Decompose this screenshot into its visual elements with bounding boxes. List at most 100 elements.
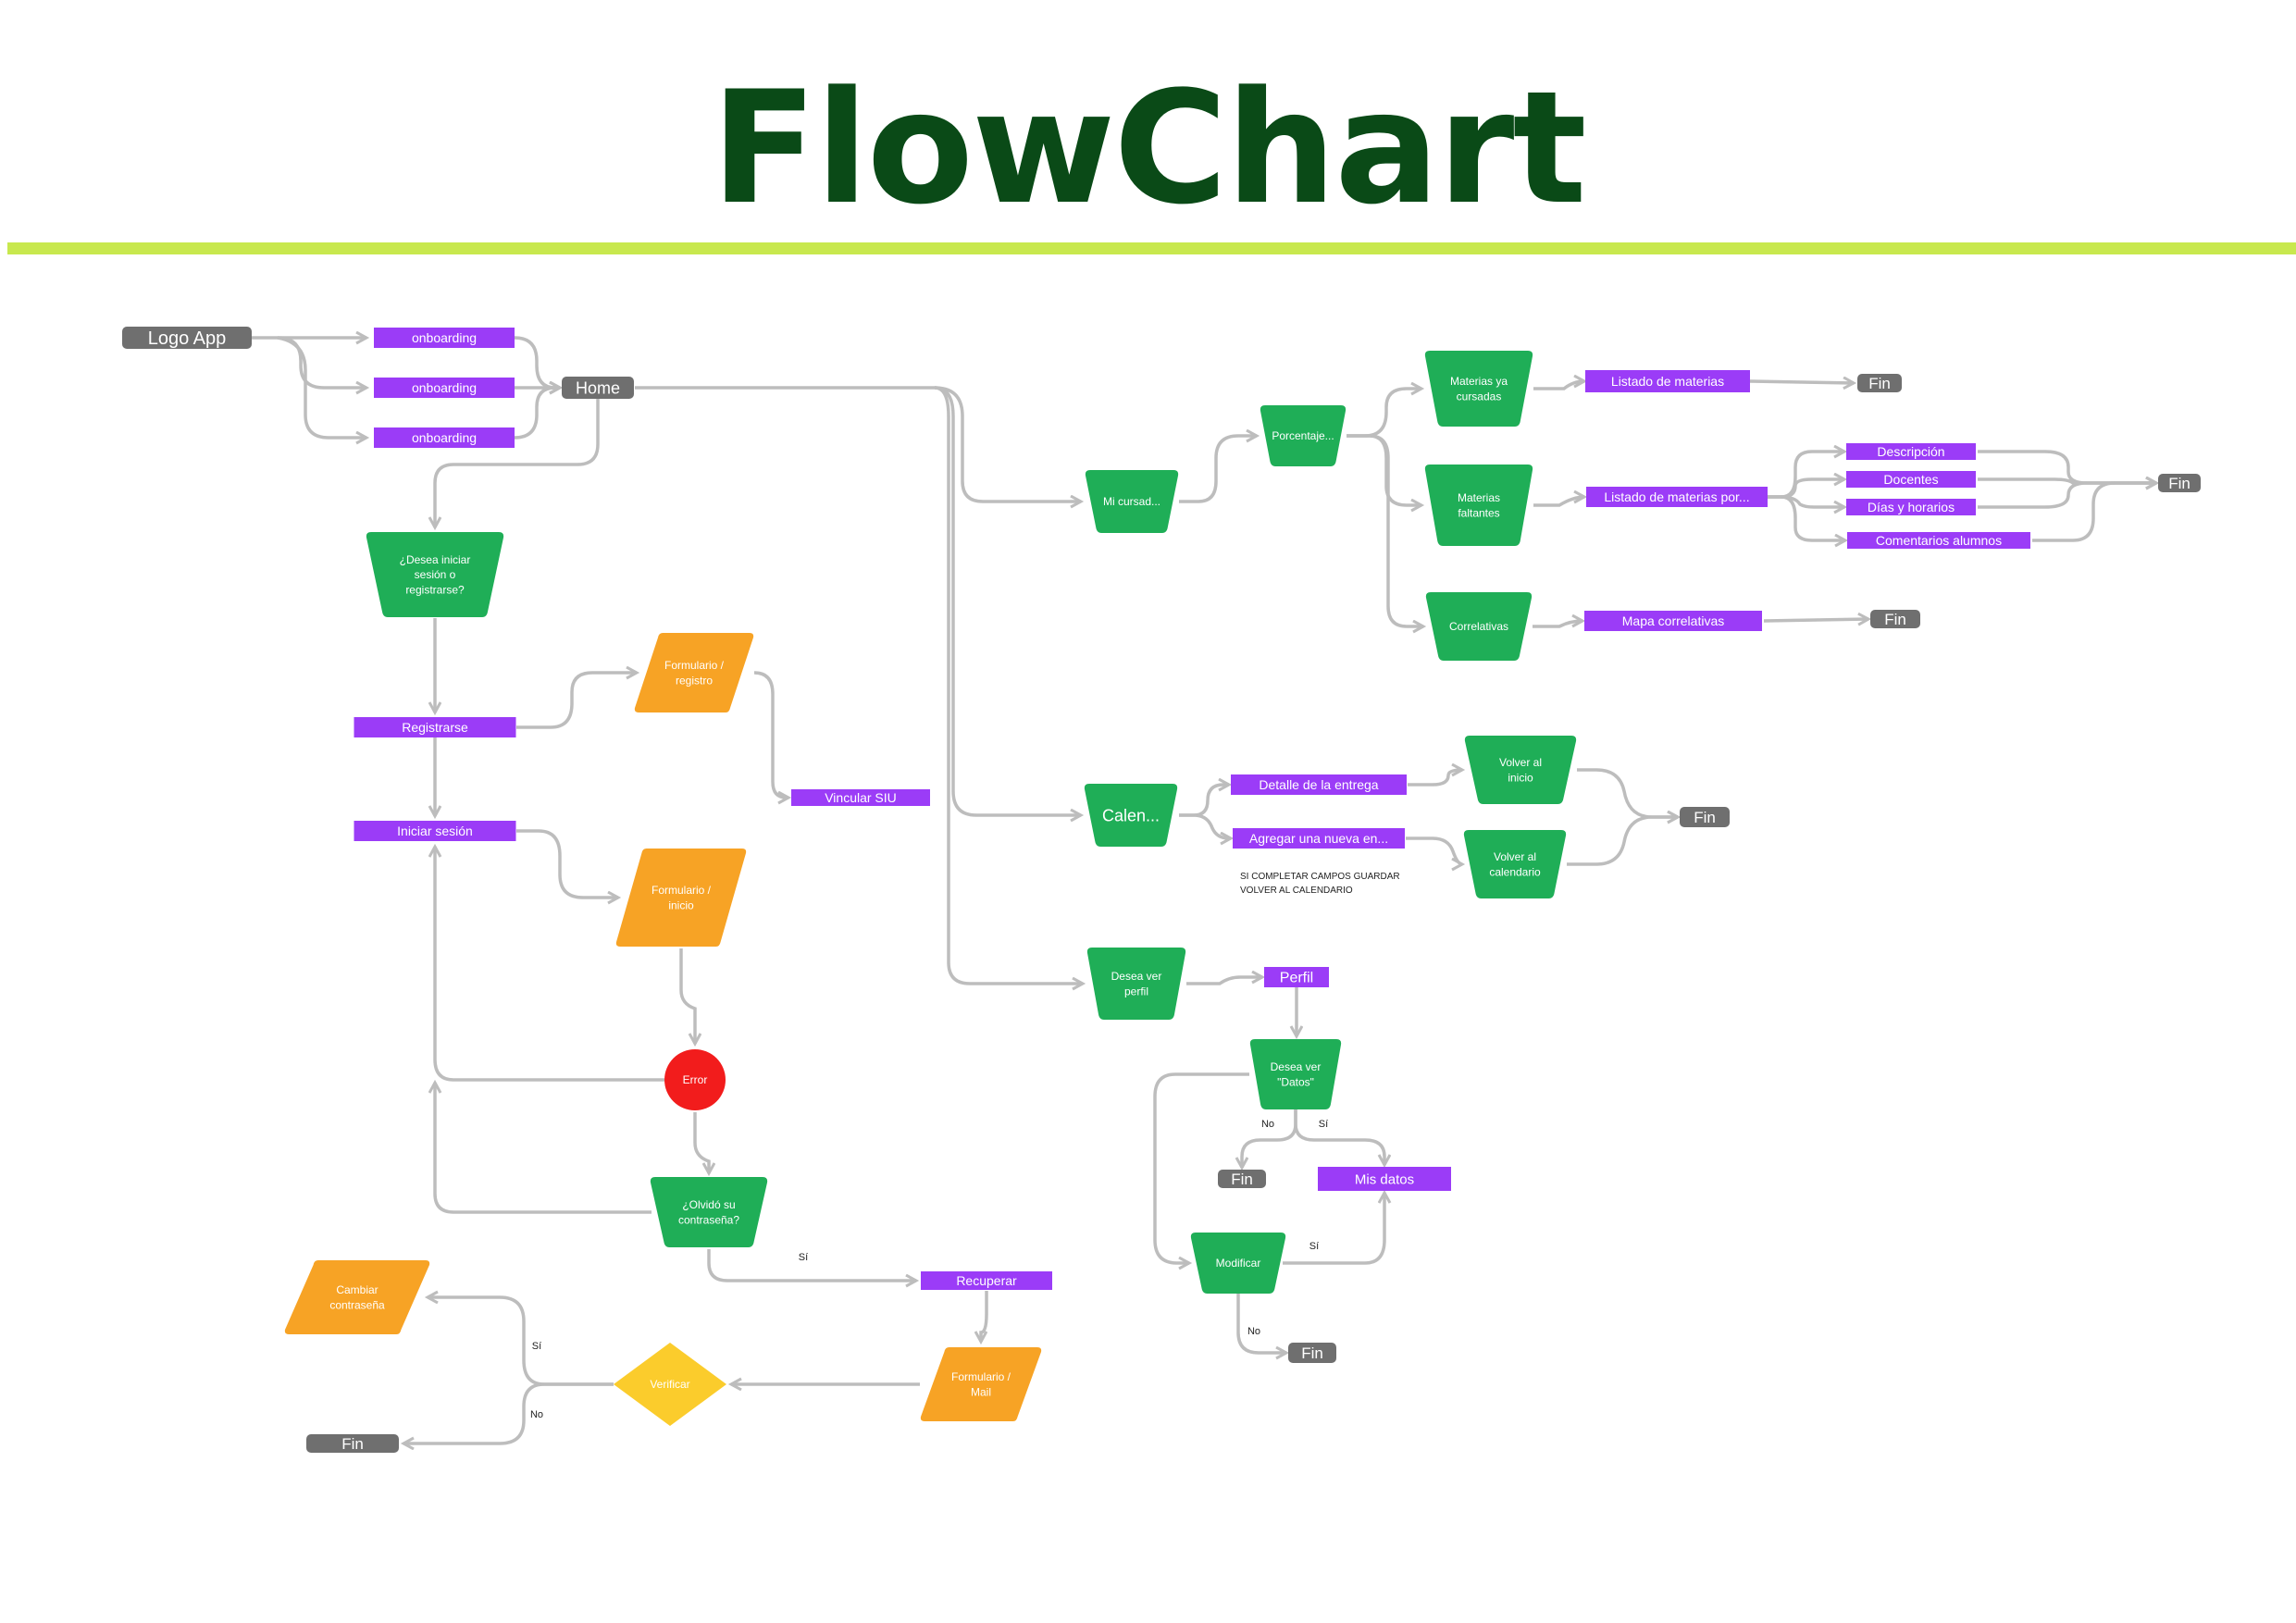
node-registrarse-shape: [354, 717, 516, 737]
node-vincular-shape: [791, 789, 930, 806]
edge-home-to-desea: [435, 399, 600, 527]
agregar-note-line2: VOLVER AL CALENDARIO: [1240, 886, 1353, 896]
node-calen-label: Calen...: [1102, 806, 1160, 824]
edge-home-to-deseaperfil: [934, 386, 1083, 984]
node-formmail-shape: [920, 1347, 1042, 1421]
node-modificar: Modificar: [1190, 1233, 1286, 1294]
node-volverinicio-shape: [1464, 736, 1577, 804]
edge-listadopor-to-descripcion: [1768, 452, 1844, 499]
node-modificar-label: Modificar: [1216, 1257, 1261, 1270]
node-formmail: Formulario /Mail: [920, 1347, 1042, 1421]
node-fin_faltantes-label: Fin: [2168, 475, 2191, 492]
edge-formreg-to-vincular: [753, 671, 788, 798]
node-porcentaje-label: Porcentaje...: [1272, 429, 1334, 442]
edge-calen-to-agregar: [1179, 813, 1231, 838]
edge-listado-to-fin_listado: [1749, 381, 1854, 383]
node-micursada: Mi cursad...: [1085, 470, 1179, 533]
node-volvercal-shape: [1463, 830, 1567, 898]
node-desea-shape: [366, 532, 504, 617]
edge-cursadas-to-listado: [1533, 381, 1584, 390]
node-fin_listado: Fin: [1857, 374, 1902, 392]
node-iniciar-label: Iniciar sesión: [397, 824, 473, 838]
node-home-label: Home: [576, 378, 620, 397]
node-logo-label: Logo App: [148, 328, 227, 349]
node-cursadas-shape: [1424, 351, 1533, 427]
edge-deseadatos-to-fin_perfil: [1242, 1109, 1297, 1168]
node-perfil: Perfil: [1264, 967, 1329, 987]
node-ob3: onboarding: [374, 427, 515, 448]
node-vincular-label: Vincular SIU: [825, 790, 897, 805]
edge-volverinicio-to-fin_cal: [1577, 768, 1678, 817]
edge-correlativas-to-mapa: [1533, 621, 1582, 628]
node-error-shape: [664, 1049, 726, 1110]
page-title: FlowChart: [711, 57, 1586, 239]
node-vincular: Vincular SIU: [791, 789, 930, 806]
node-fin_mod-label: Fin: [1301, 1344, 1323, 1362]
edge-modificar-to-fin_mod: [1236, 1294, 1286, 1353]
node-fin_listado-shape: [1857, 374, 1902, 392]
node-formmail-label: Formulario /Mail: [951, 1370, 1011, 1398]
edge-agregar-to-volvercal: [1406, 836, 1462, 864]
edge-verificar-to-cambiar: [428, 1297, 614, 1386]
node-forminicio: Formulario /inicio: [615, 849, 747, 947]
edge-calen-to-detalle: [1179, 785, 1229, 817]
agregar-note-line1: SI COMPLETAR CAMPOS GUARDAR: [1240, 872, 1400, 882]
node-fin_perfil-label: Fin: [1231, 1171, 1253, 1188]
edge-detalle-to-volverinicio: [1408, 770, 1462, 787]
edge-label-modificar-to-fin_mod: No: [1247, 1326, 1260, 1337]
node-logo: Logo App: [122, 327, 252, 349]
node-olvido-shape: [650, 1177, 768, 1247]
node-dias-label: Días y horarios: [1868, 500, 1955, 514]
edge-porcentaje-to-cursadas: [1347, 389, 1421, 438]
node-cambiar-shape: [284, 1260, 430, 1334]
node-formreg: Formulario /registro: [634, 633, 754, 712]
node-home: Home: [562, 377, 634, 399]
edge-micursada-to-porcentaje: [1179, 436, 1257, 503]
node-mapa-label: Mapa correlativas: [1622, 613, 1725, 628]
node-listado-label: Listado de materias: [1611, 374, 1724, 389]
node-faltantes-shape: [1424, 465, 1533, 546]
node-fin_faltantes: Fin: [2158, 474, 2201, 492]
edge-deseadatos-to-misdatos: [1294, 1109, 1384, 1165]
node-fin_faltantes-shape: [2158, 474, 2201, 492]
node-comentarios-label: Comentarios alumnos: [1876, 533, 2002, 548]
node-fin_cal: Fin: [1680, 807, 1730, 827]
edge-olvido-to-iniciar: [435, 1083, 652, 1214]
node-fin_cal-shape: [1680, 807, 1730, 827]
node-fin_mapa-shape: [1870, 610, 1920, 628]
node-verificar-label: Verificar: [650, 1378, 689, 1391]
node-descripcion-label: Descripción: [1877, 444, 1944, 459]
edge-label-modificar-to-misdatos: Sí: [1309, 1241, 1319, 1252]
node-error: Error: [664, 1049, 726, 1110]
node-ob2-shape: [374, 378, 515, 398]
node-micursada-shape: [1085, 470, 1179, 533]
edge-deseadatos-to-modificar: [1153, 1072, 1249, 1263]
node-perfil-label: Perfil: [1280, 971, 1313, 986]
node-forminicio-label: Formulario /inicio: [652, 884, 712, 911]
node-perfil-shape: [1264, 967, 1329, 987]
node-misdatos-shape: [1318, 1167, 1451, 1191]
edge-label-verificar-to-cambiar: Sí: [532, 1341, 541, 1352]
edge-recuperar-to-formmail: [981, 1291, 988, 1342]
node-ob1-label: onboarding: [412, 330, 477, 345]
edge-registrarse-to-formreg: [516, 673, 637, 729]
edge-error-to-iniciar: [435, 847, 664, 1082]
node-fin_verif-label: Fin: [341, 1435, 364, 1453]
node-ob2-label: onboarding: [412, 380, 477, 395]
node-detalle: Detalle de la entrega: [1231, 774, 1407, 795]
node-registrarse-label: Registrarse: [402, 720, 468, 735]
edge-logo-to-ob3: [277, 336, 366, 438]
edge-faltantes-to-listadopor: [1533, 497, 1584, 507]
node-deseadatos: Desea ver"Datos": [1249, 1039, 1342, 1109]
node-agregar: Agregar una nueva en...: [1233, 828, 1405, 849]
node-fin_perfil-shape: [1218, 1170, 1266, 1188]
node-registrarse: Registrarse: [354, 717, 516, 737]
